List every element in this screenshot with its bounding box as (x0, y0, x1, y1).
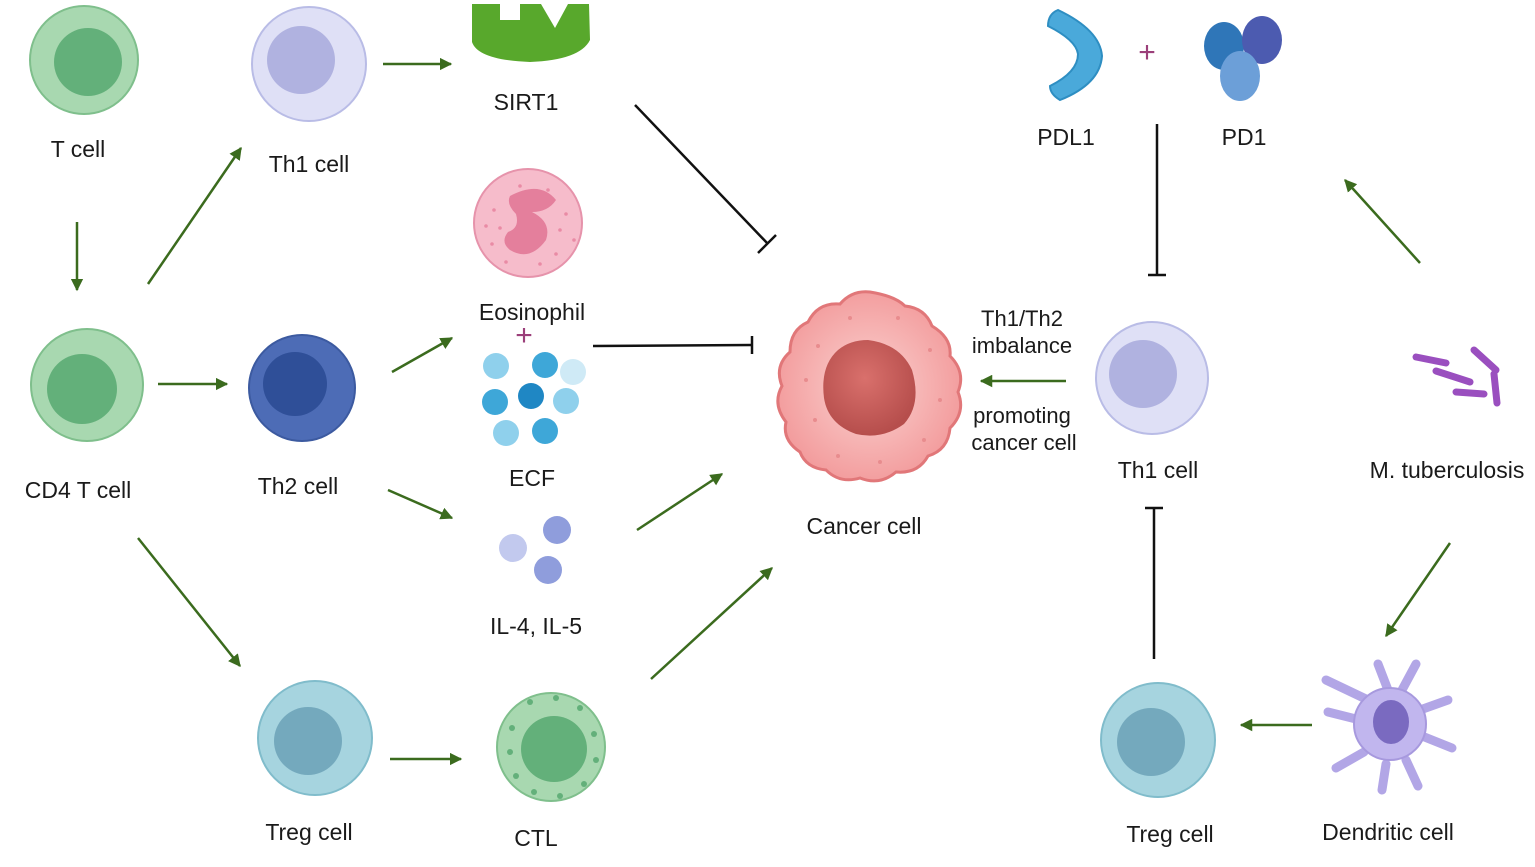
arrow-cd4-to-treg (137, 537, 241, 667)
label-cd4-t-cell: CD4 T cell (25, 477, 132, 503)
arrow-tb-to-pd1 (1344, 179, 1421, 264)
inhibit-pd1-to-th1 (1148, 124, 1166, 277)
label-dendritic-cell: Dendritic cell (1322, 819, 1454, 845)
inhibit-sirt1-to-cancer (634, 104, 777, 254)
label-sirt1: SIRT1 (494, 89, 559, 115)
arrow-cd4-to-th1 (146, 146, 243, 285)
arrow-th2-to-eosinophil (391, 336, 454, 374)
label-th2-cell: Th2 cell (258, 473, 339, 499)
il-icon (499, 516, 571, 584)
label-pdl1: PDL1 (1037, 124, 1095, 150)
cancer-cell-icon (776, 290, 963, 483)
inhibit-treg-to-th1 (1145, 506, 1163, 659)
th1-cell-left-icon (251, 6, 367, 122)
inhibit-eosinophil-to-cancer (592, 336, 754, 354)
label-th1-cell-left: Th1 cell (269, 151, 350, 177)
th1-cell-right-icon (1095, 321, 1209, 435)
arrow-th2-to-il (387, 488, 454, 520)
label-cancer-cell: Cancer cell (806, 513, 921, 539)
cd4-t-cell-icon (30, 328, 144, 442)
label-plus-left: + (515, 319, 533, 352)
th2-cell-icon (248, 334, 356, 442)
label-promoting-line1: promoting (973, 403, 1071, 428)
label-eosinophil: Eosinophil (479, 299, 585, 325)
label-promoting-line2: cancer cell (971, 430, 1076, 455)
eosinophil-icon (473, 168, 583, 278)
ecf-icon (482, 352, 586, 446)
label-il: IL-4, IL-5 (490, 613, 582, 639)
pdl1-icon (1046, 8, 1104, 102)
arrow-il-to-cancer (636, 472, 724, 532)
label-imbalance-line2: imbalance (972, 333, 1072, 358)
arrow-ctl-to-cancer (650, 567, 773, 680)
ctl-icon (496, 692, 606, 802)
arrow-tb-to-dendritic (1384, 542, 1452, 638)
sirt1-icon (472, 4, 590, 62)
label-treg-cell-left: Treg cell (265, 819, 352, 845)
pd1-icon (1204, 16, 1282, 101)
label-pd1: PD1 (1222, 124, 1267, 150)
label-t-cell: T cell (51, 136, 106, 162)
treg-cell-right-icon (1100, 682, 1216, 798)
treg-cell-left-icon (257, 680, 373, 796)
label-treg-cell-right: Treg cell (1126, 821, 1213, 847)
label-tuberculosis: M. tuberculosis (1370, 457, 1525, 483)
label-plus-right: + (1138, 36, 1156, 69)
tuberculosis-icon (1412, 346, 1501, 407)
label-ecf: ECF (509, 465, 555, 491)
label-ctl: CTL (514, 825, 558, 851)
label-imbalance-line1: Th1/Th2 (981, 306, 1063, 331)
dendritic-cell-icon (1321, 659, 1457, 795)
t-cell-icon (29, 5, 139, 115)
label-th1-cell-right: Th1 cell (1118, 457, 1199, 483)
